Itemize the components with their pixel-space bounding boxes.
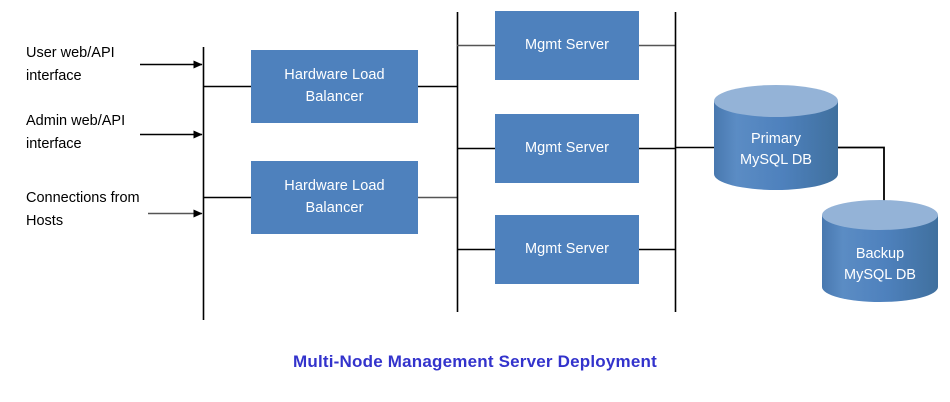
input-label-user-web-api: User web/API interface xyxy=(26,45,115,85)
primary-mysql-db[interactable]: Primary MySQL DB xyxy=(714,86,838,190)
input-label-connections-from-hosts: Connections from Hosts xyxy=(26,190,140,230)
backup-mysql-db[interactable]: Backup MySQL DB xyxy=(822,200,938,302)
primary-to-backup-db-connector xyxy=(836,146,885,213)
diagram-title: Multi-Node Management Server Deployment xyxy=(293,352,657,371)
mgmt-server-1[interactable]: Mgmt Server xyxy=(495,11,639,80)
mgmt-server-3[interactable]: Mgmt Server xyxy=(495,215,639,284)
mgmt-server-2[interactable]: Mgmt Server xyxy=(495,114,639,183)
primary-mysql-db-label: Primary MySQL DB xyxy=(740,131,812,169)
backup-mysql-db-label: Backup MySQL DB xyxy=(844,246,916,284)
hardware-load-balancer-2[interactable]: Hardware Load Balancer xyxy=(251,161,418,234)
primary-db-cylinder-shape xyxy=(714,85,838,190)
backup-db-cylinder-shape xyxy=(822,200,938,302)
hardware-load-balancer-1[interactable]: Hardware Load Balancer xyxy=(251,50,418,123)
input-label-admin-web-api: Admin web/API interface xyxy=(26,113,126,153)
